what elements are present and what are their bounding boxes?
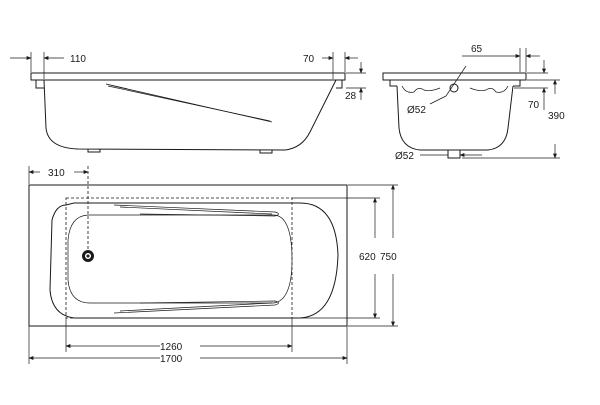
dim-rim-side-right: 70 [303,54,315,65]
dim-outer-width: 750 [380,252,397,263]
end-view: 65 70 390 Ø52 Ø52 [382,44,565,162]
top-view: 310 620 750 1260 1700 [28,166,398,365]
dim-outer-length: 1700 [160,354,183,365]
dim-inner-length: 1260 [160,342,183,353]
dim-inner-width: 620 [359,252,376,263]
dim-rim-height: 28 [345,91,357,102]
dim-overflow-diameter: Ø52 [407,105,426,116]
dim-drain-diameter: Ø52 [395,151,414,162]
dim-overall-height: 390 [548,111,565,122]
dim-rim-end-width: 65 [471,44,483,55]
side-view: 110 70 28 [10,52,366,154]
dim-drain-offset: 310 [48,168,65,179]
dim-rim-side-left: 110 [70,54,86,65]
dim-rim-end-height: 70 [528,100,540,111]
